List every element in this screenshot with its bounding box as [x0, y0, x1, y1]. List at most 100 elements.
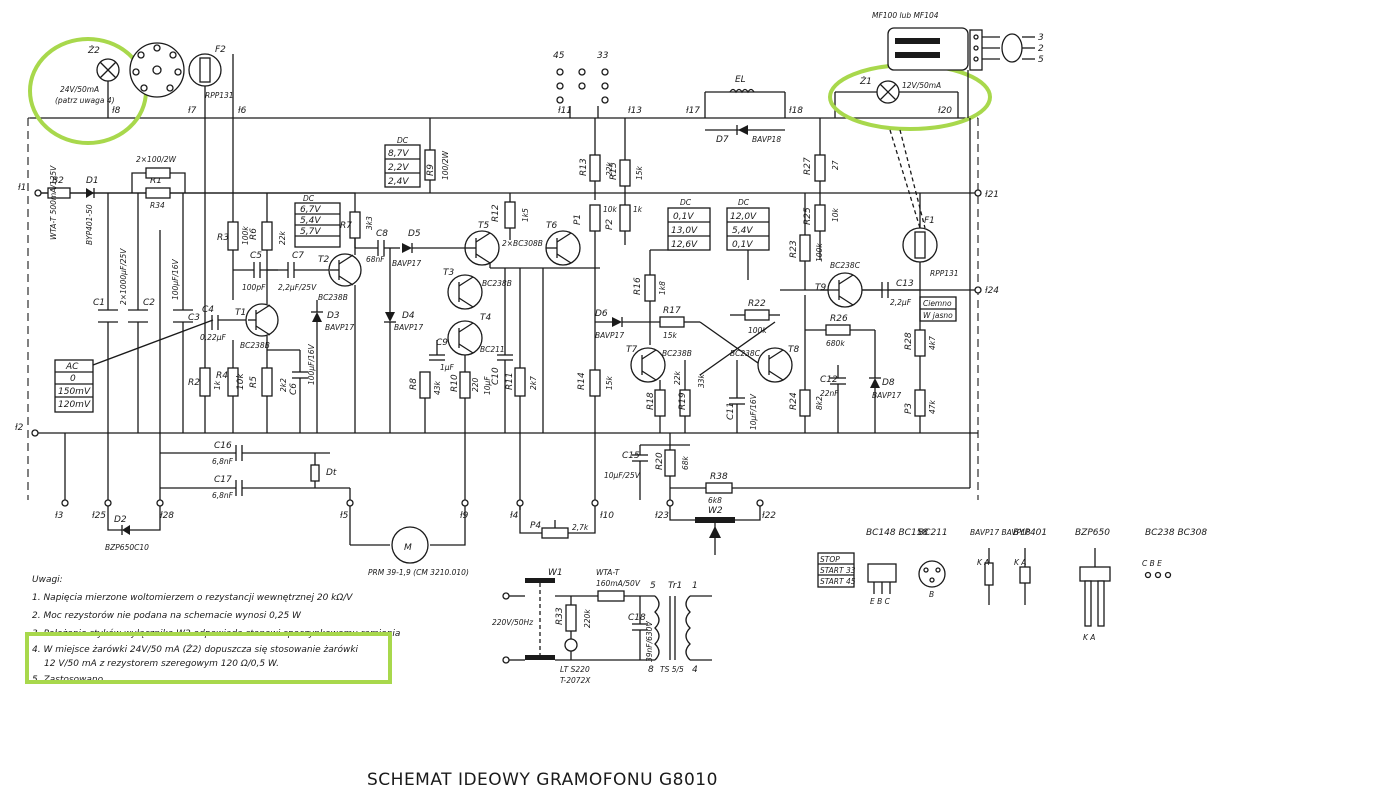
cap-c9-name: C9	[436, 338, 448, 348]
terminal-t23: ł23	[655, 511, 669, 521]
resistor-r7-value: 3k3	[365, 216, 374, 230]
pinout-4-parts: BZP650	[1075, 528, 1110, 538]
transformer-tr1-part: TS 5/5	[660, 665, 684, 674]
dc-table-2-row-0: 8,7V	[388, 149, 409, 159]
cap-c10-name: C10	[491, 367, 501, 385]
resistor-r1-name: R1	[150, 176, 162, 186]
dc-table-2-label: DC	[397, 136, 409, 145]
pinout-3-icon	[1019, 566, 1031, 584]
pot-p3-icon	[914, 389, 926, 417]
diode-d4-name: D4	[402, 311, 415, 321]
pinout-4-icon	[1079, 566, 1111, 582]
resistor-r1-value: R34	[150, 201, 165, 210]
resistor-r10-name: R10	[450, 374, 460, 392]
transistor-t2-part: BC238B	[318, 293, 348, 302]
lamp-z1-rating: 12V/50mA	[902, 81, 941, 90]
diode-d7-part: BAVP18	[752, 135, 781, 144]
resistor-r27-name: R27	[803, 157, 813, 175]
highlight-lamp-z1	[828, 63, 992, 131]
resistor-r11-icon	[514, 367, 526, 397]
dc-table-2-row-2: 2,4V	[388, 177, 409, 187]
speed-45-label: 45	[553, 51, 565, 61]
motor-icon	[391, 526, 429, 564]
dc-table-4-row-1: 5,4V	[732, 226, 753, 236]
cap-c3-value: 100μF/16V	[171, 259, 180, 300]
cap-c5-value: 100pF	[242, 283, 266, 292]
resistor-r28-value: 4k7	[928, 336, 937, 350]
resistor-r5-name: R5	[249, 376, 259, 388]
resistor-r19-name: R19	[678, 392, 688, 410]
transformer-pin-3: 4	[692, 665, 698, 675]
pinout-0-pins: E B C	[870, 597, 891, 606]
resistor-r15-icon	[619, 159, 631, 187]
transformer-tr1-name: Tr1	[668, 581, 682, 591]
resistor-r28-icon	[914, 329, 926, 357]
pot-p1-icon	[589, 204, 601, 232]
resistor-r11-value: 2k7	[529, 376, 538, 390]
pinout-5-pins: C B E	[1142, 559, 1162, 568]
resistor-r12-icon	[504, 201, 516, 229]
dc-table-2	[384, 144, 421, 188]
cap-c7-name: C7	[292, 251, 304, 261]
terminal-t21: ł21	[985, 190, 999, 200]
dc-table-3-row-0: 0,1V	[673, 212, 694, 222]
dc-table-1-row-2: 5,7V	[300, 227, 321, 237]
top-right-pin-0: 3	[1038, 33, 1044, 43]
resistor-r4-name: R4	[216, 371, 228, 381]
note-2: 2. Moc rezystorów nie podana na schemaci…	[32, 610, 302, 621]
transistor-t8-part: BC238C	[730, 349, 761, 358]
terminal-t6: ł6	[238, 106, 247, 116]
resistor-r2-value: 1k	[213, 380, 222, 390]
dc-table-3	[667, 207, 711, 251]
cap-c6-value: 100μF/16V	[307, 344, 316, 385]
hint-box-line2: W jasno	[923, 311, 953, 320]
resistor-r2-name: R2	[188, 378, 200, 388]
cap-c7-value: 2,2μF/25V	[278, 283, 317, 292]
diode-d3-name: D3	[327, 311, 340, 321]
terminal-t5: ł5	[340, 511, 349, 521]
resistor-r18-name: R18	[646, 392, 656, 410]
cap-c3-name: C3	[188, 313, 200, 323]
transistor-t3-name: T3	[443, 268, 454, 278]
diode-d7-name: D7	[716, 135, 729, 145]
resistor-r25-value: 10k	[831, 207, 840, 222]
resistor-r5-value: 2k2	[279, 378, 288, 392]
transformer-pin-0: 5	[650, 581, 656, 591]
transformer-pin-2: 8	[648, 665, 654, 675]
fuse-b2-icon	[47, 187, 71, 199]
pinout-2-parts: BAVP17 BAVP18	[970, 528, 1031, 537]
transistor-t7-icon	[630, 347, 666, 383]
diode-d5-icon	[402, 243, 412, 253]
pinout-1-parts: BC211	[918, 528, 948, 538]
note-1: 1. Napięcia mierzone woltomierzem o rezy…	[32, 593, 353, 603]
resistor-r13-name: R13	[579, 158, 589, 176]
resistor-r3-value: 100k	[241, 226, 250, 245]
speed-box	[817, 552, 855, 588]
terminal-t11: ł11	[558, 106, 572, 116]
dc-table-2-row-1: 2,2V	[388, 163, 409, 173]
resistor-r17-value: 15k	[663, 331, 678, 340]
terminal-t8: ł8	[112, 106, 121, 116]
fuse-wta-t2-name: WTA-T	[596, 568, 621, 577]
resistor-r20-name: R20	[655, 452, 665, 470]
transistor-t2-name: T2	[318, 255, 329, 265]
transistor-t1-part: BC238B	[240, 341, 270, 350]
resistor-r38-name: R38	[710, 472, 728, 482]
resistor-r22-value: 100k	[748, 326, 767, 335]
resistor-r25-icon	[814, 204, 826, 232]
resistor-r26-value: 680k	[826, 339, 845, 348]
transistor-t8-icon	[757, 347, 793, 383]
ac-table-row-2: 120mV	[58, 400, 91, 410]
cap-c8-name: C8	[376, 229, 388, 239]
cap-c1-value: 2×1000μF/25V	[119, 248, 128, 305]
resistor-r6-icon	[261, 221, 273, 251]
pot-p2-value: 1k	[633, 205, 643, 214]
cap-c17-name: C17	[214, 475, 232, 485]
terminal-t24: ł24	[985, 286, 999, 296]
fuse-b2-name: B2	[52, 176, 64, 186]
resistor-r9-name: R9	[426, 164, 436, 176]
fuse-b2-part: WTA-T 500mA/125V	[49, 165, 58, 240]
resistor-r20-value: 68k	[681, 455, 690, 470]
resistor-r8-value: 43k	[433, 380, 442, 395]
